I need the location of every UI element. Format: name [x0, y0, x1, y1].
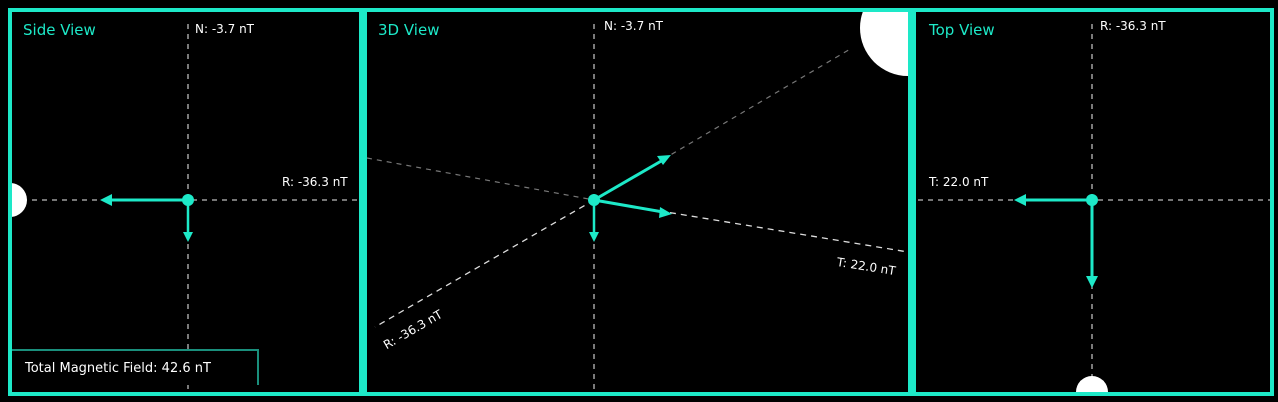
side-view-canvas [12, 24, 359, 392]
sun-marker [860, 12, 908, 76]
sun-marker [12, 183, 27, 217]
t-axis-back [367, 157, 595, 201]
t-vector-arrow [593, 198, 664, 214]
magnetometer-display: Side View N: -3.7 nT R: -36.3 nT Total M… [8, 8, 1274, 396]
r-axis-front [374, 199, 595, 328]
origin-dot [182, 194, 194, 206]
3d-view-canvas [367, 12, 908, 392]
top-t-label: T: 22.0 nT [929, 175, 989, 189]
3d-n-label: N: -3.7 nT [604, 19, 663, 33]
side-r-label: R: -36.3 nT [282, 175, 348, 189]
panel-divider-right [908, 12, 916, 392]
origin-dot [1086, 194, 1098, 206]
side-view-panel: Side View N: -3.7 nT R: -36.3 nT Total M… [12, 12, 359, 392]
panel-divider-left [359, 12, 367, 392]
t-vector-arrowhead [1014, 194, 1026, 206]
n-vector-arrowhead [183, 232, 193, 242]
r-vector-arrowhead [657, 155, 671, 165]
3d-view-panel: 3D View N: -3.7 nT T: 22.0 nT R: -36.3 n… [367, 12, 908, 392]
t-vector-arrowhead [659, 207, 672, 218]
sun-marker [1076, 376, 1108, 392]
r-vector-arrow [593, 158, 664, 202]
top-view-canvas [918, 24, 1270, 392]
side-view-title: Side View [23, 21, 96, 39]
origin-dot [588, 194, 600, 206]
top-r-label: R: -36.3 nT [1100, 19, 1166, 33]
t-axis-front [593, 199, 908, 253]
total-field-readout: Total Magnetic Field: 42.6 nT [12, 349, 259, 385]
3d-view-title: 3D View [378, 21, 440, 39]
r-vector-arrowhead [100, 194, 112, 206]
top-view-panel: Top View R: -36.3 nT T: 22.0 nT [918, 12, 1270, 392]
side-n-label: N: -3.7 nT [195, 22, 254, 36]
r-vector-arrowhead [1086, 276, 1098, 288]
n-vector-arrowhead [589, 232, 599, 242]
top-view-title: Top View [929, 21, 995, 39]
